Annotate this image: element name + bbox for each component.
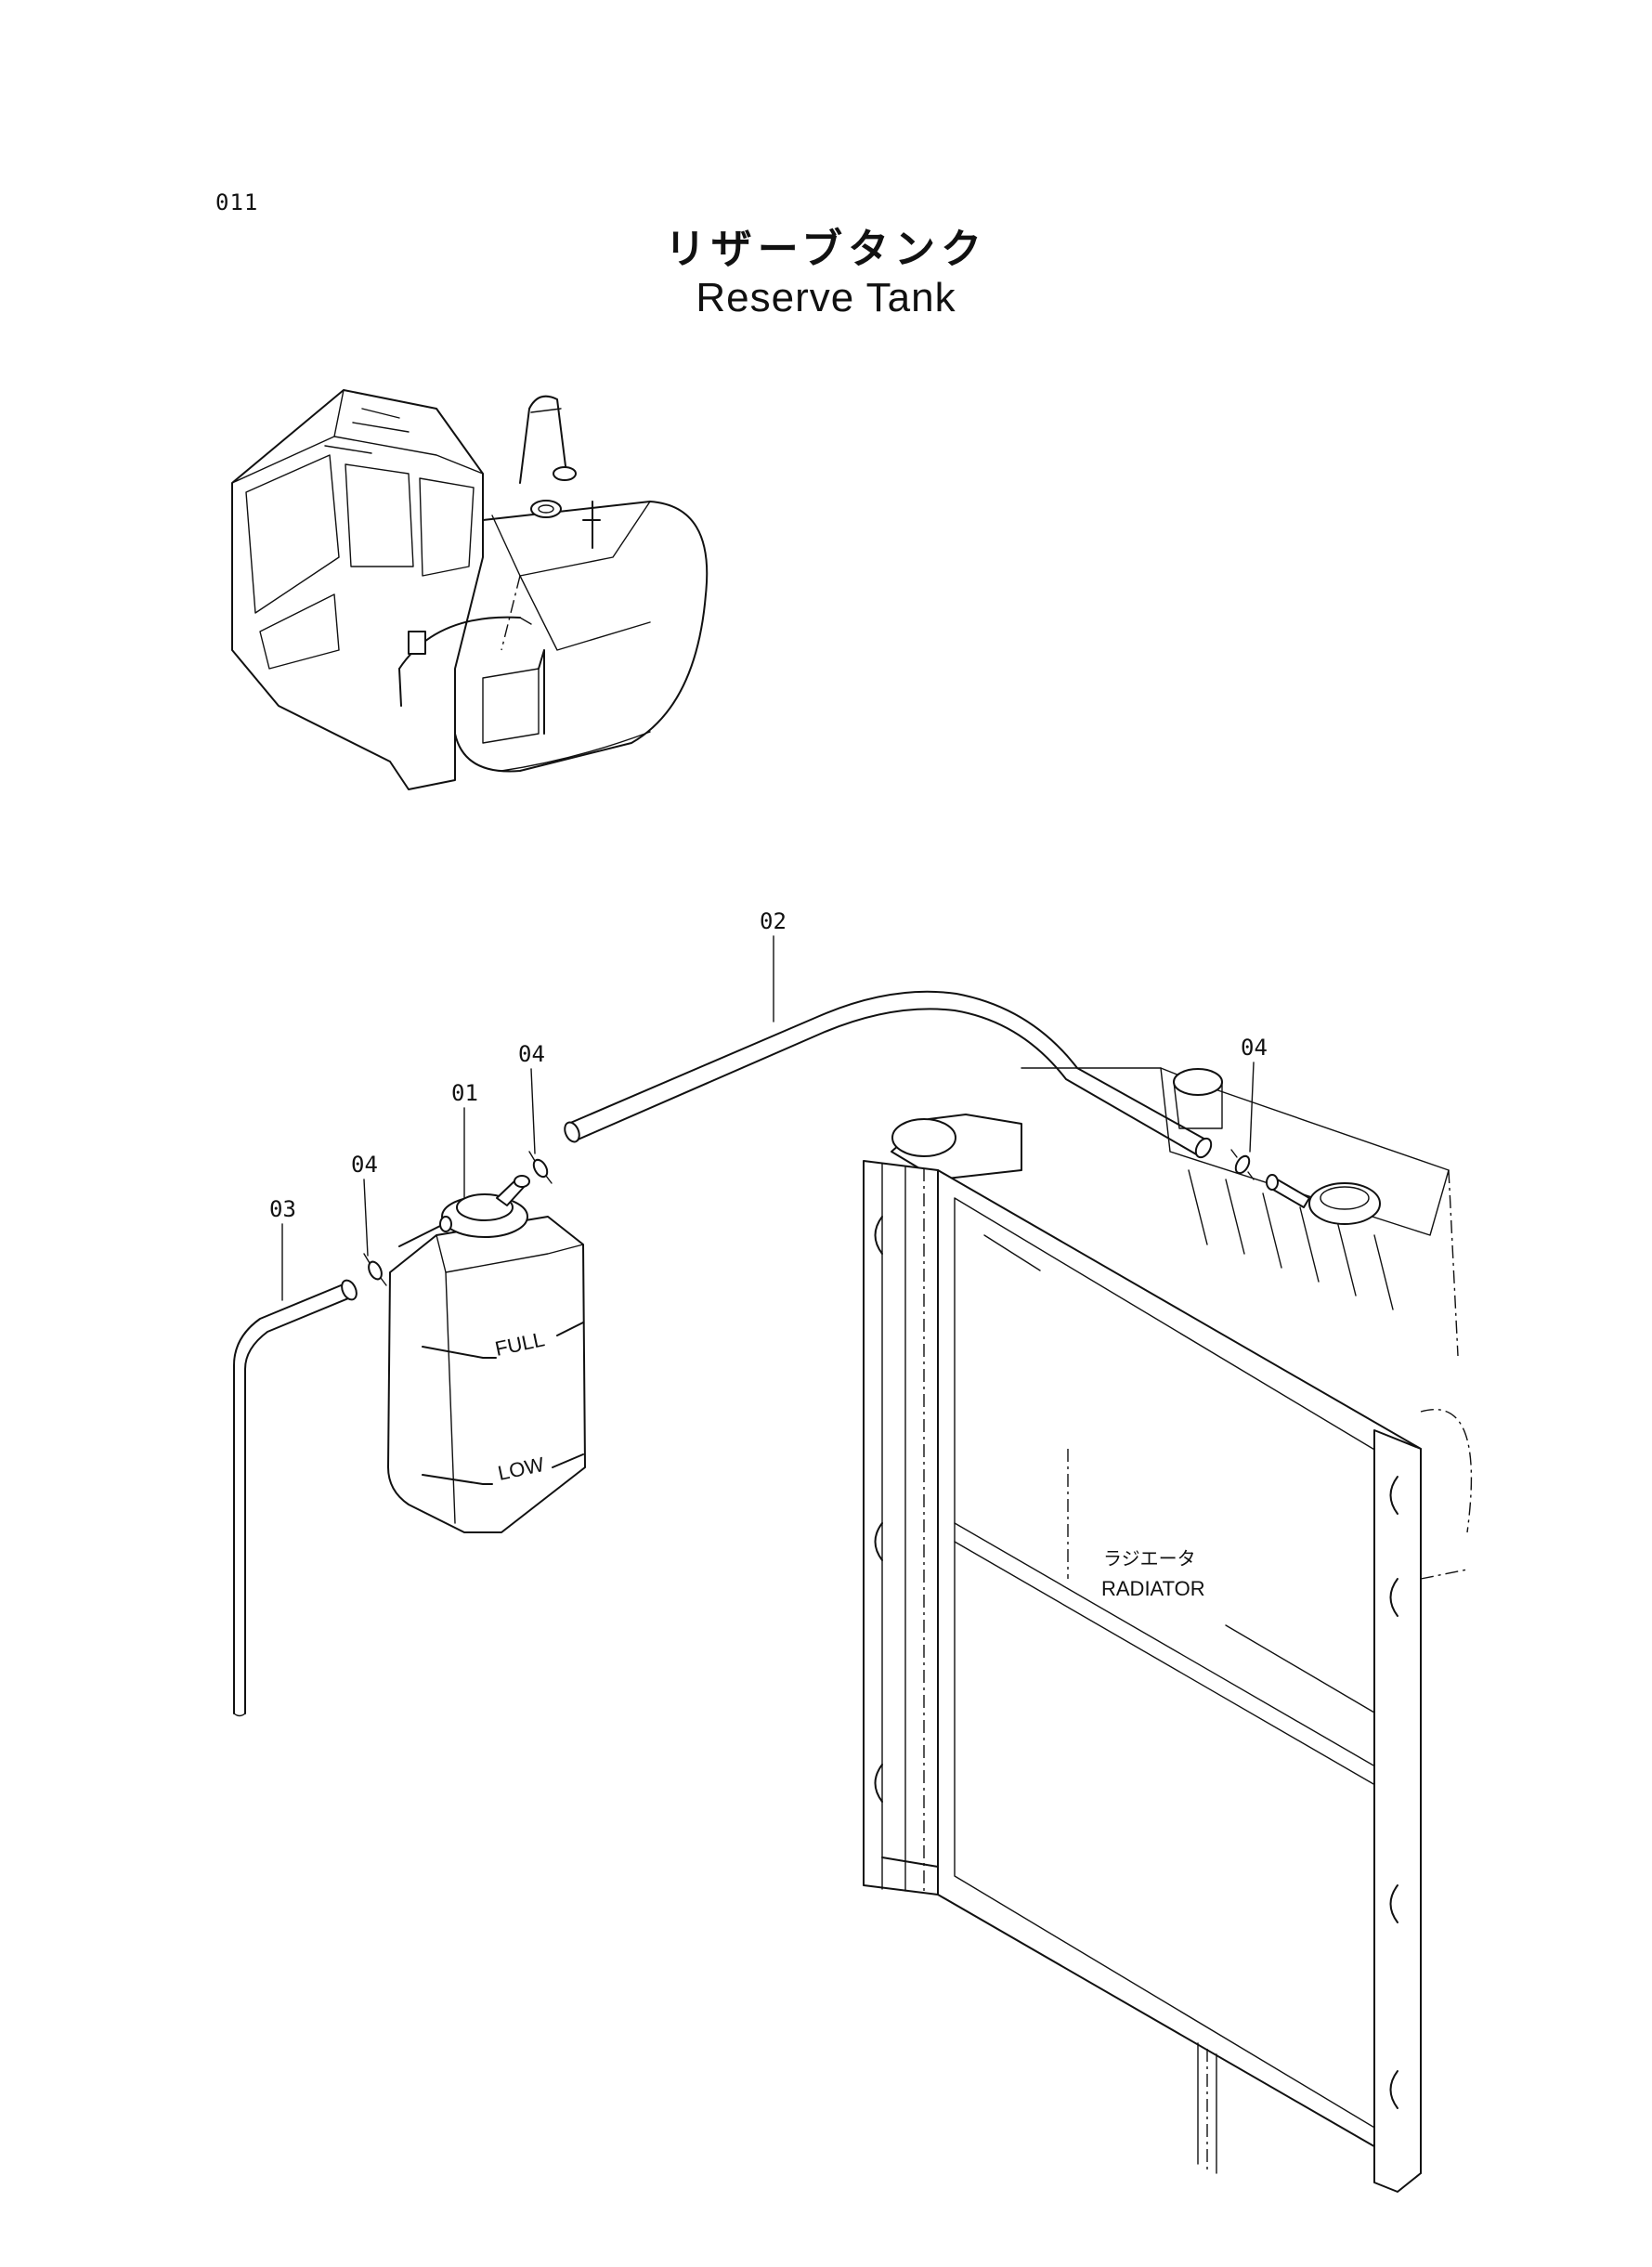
leader-04-mid [530, 1068, 536, 1154]
leader-04-left [363, 1179, 369, 1257]
callout-04-left: 04 [351, 1152, 378, 1178]
radiator-label-jp: ラジエータ [1103, 1547, 1196, 1570]
callout-04-right: 04 [1241, 1035, 1268, 1061]
clamp-04-left [363, 1253, 387, 1286]
leader-04-right [1249, 1062, 1255, 1153]
hose-02 [564, 990, 1213, 1159]
radiator-assembly: ラジエータ RADIATOR [863, 1067, 1473, 2193]
callout-01: 01 [451, 1080, 478, 1106]
title-english: Reserve Tank [696, 275, 956, 320]
title-japanese: リザーブタンク [664, 226, 988, 273]
reserve-tank-01: FULL LOW [387, 1175, 586, 1533]
callout-03: 03 [269, 1196, 296, 1222]
callout-04-mid: 04 [518, 1041, 545, 1067]
radiator-label-en: RADIATOR [1101, 1577, 1205, 1600]
machine-overview-illustration [231, 389, 709, 790]
clamp-04-mid [528, 1151, 553, 1184]
hose-03 [233, 1279, 358, 1717]
page-number: 011 [215, 189, 259, 215]
callout-02: 02 [760, 908, 787, 934]
